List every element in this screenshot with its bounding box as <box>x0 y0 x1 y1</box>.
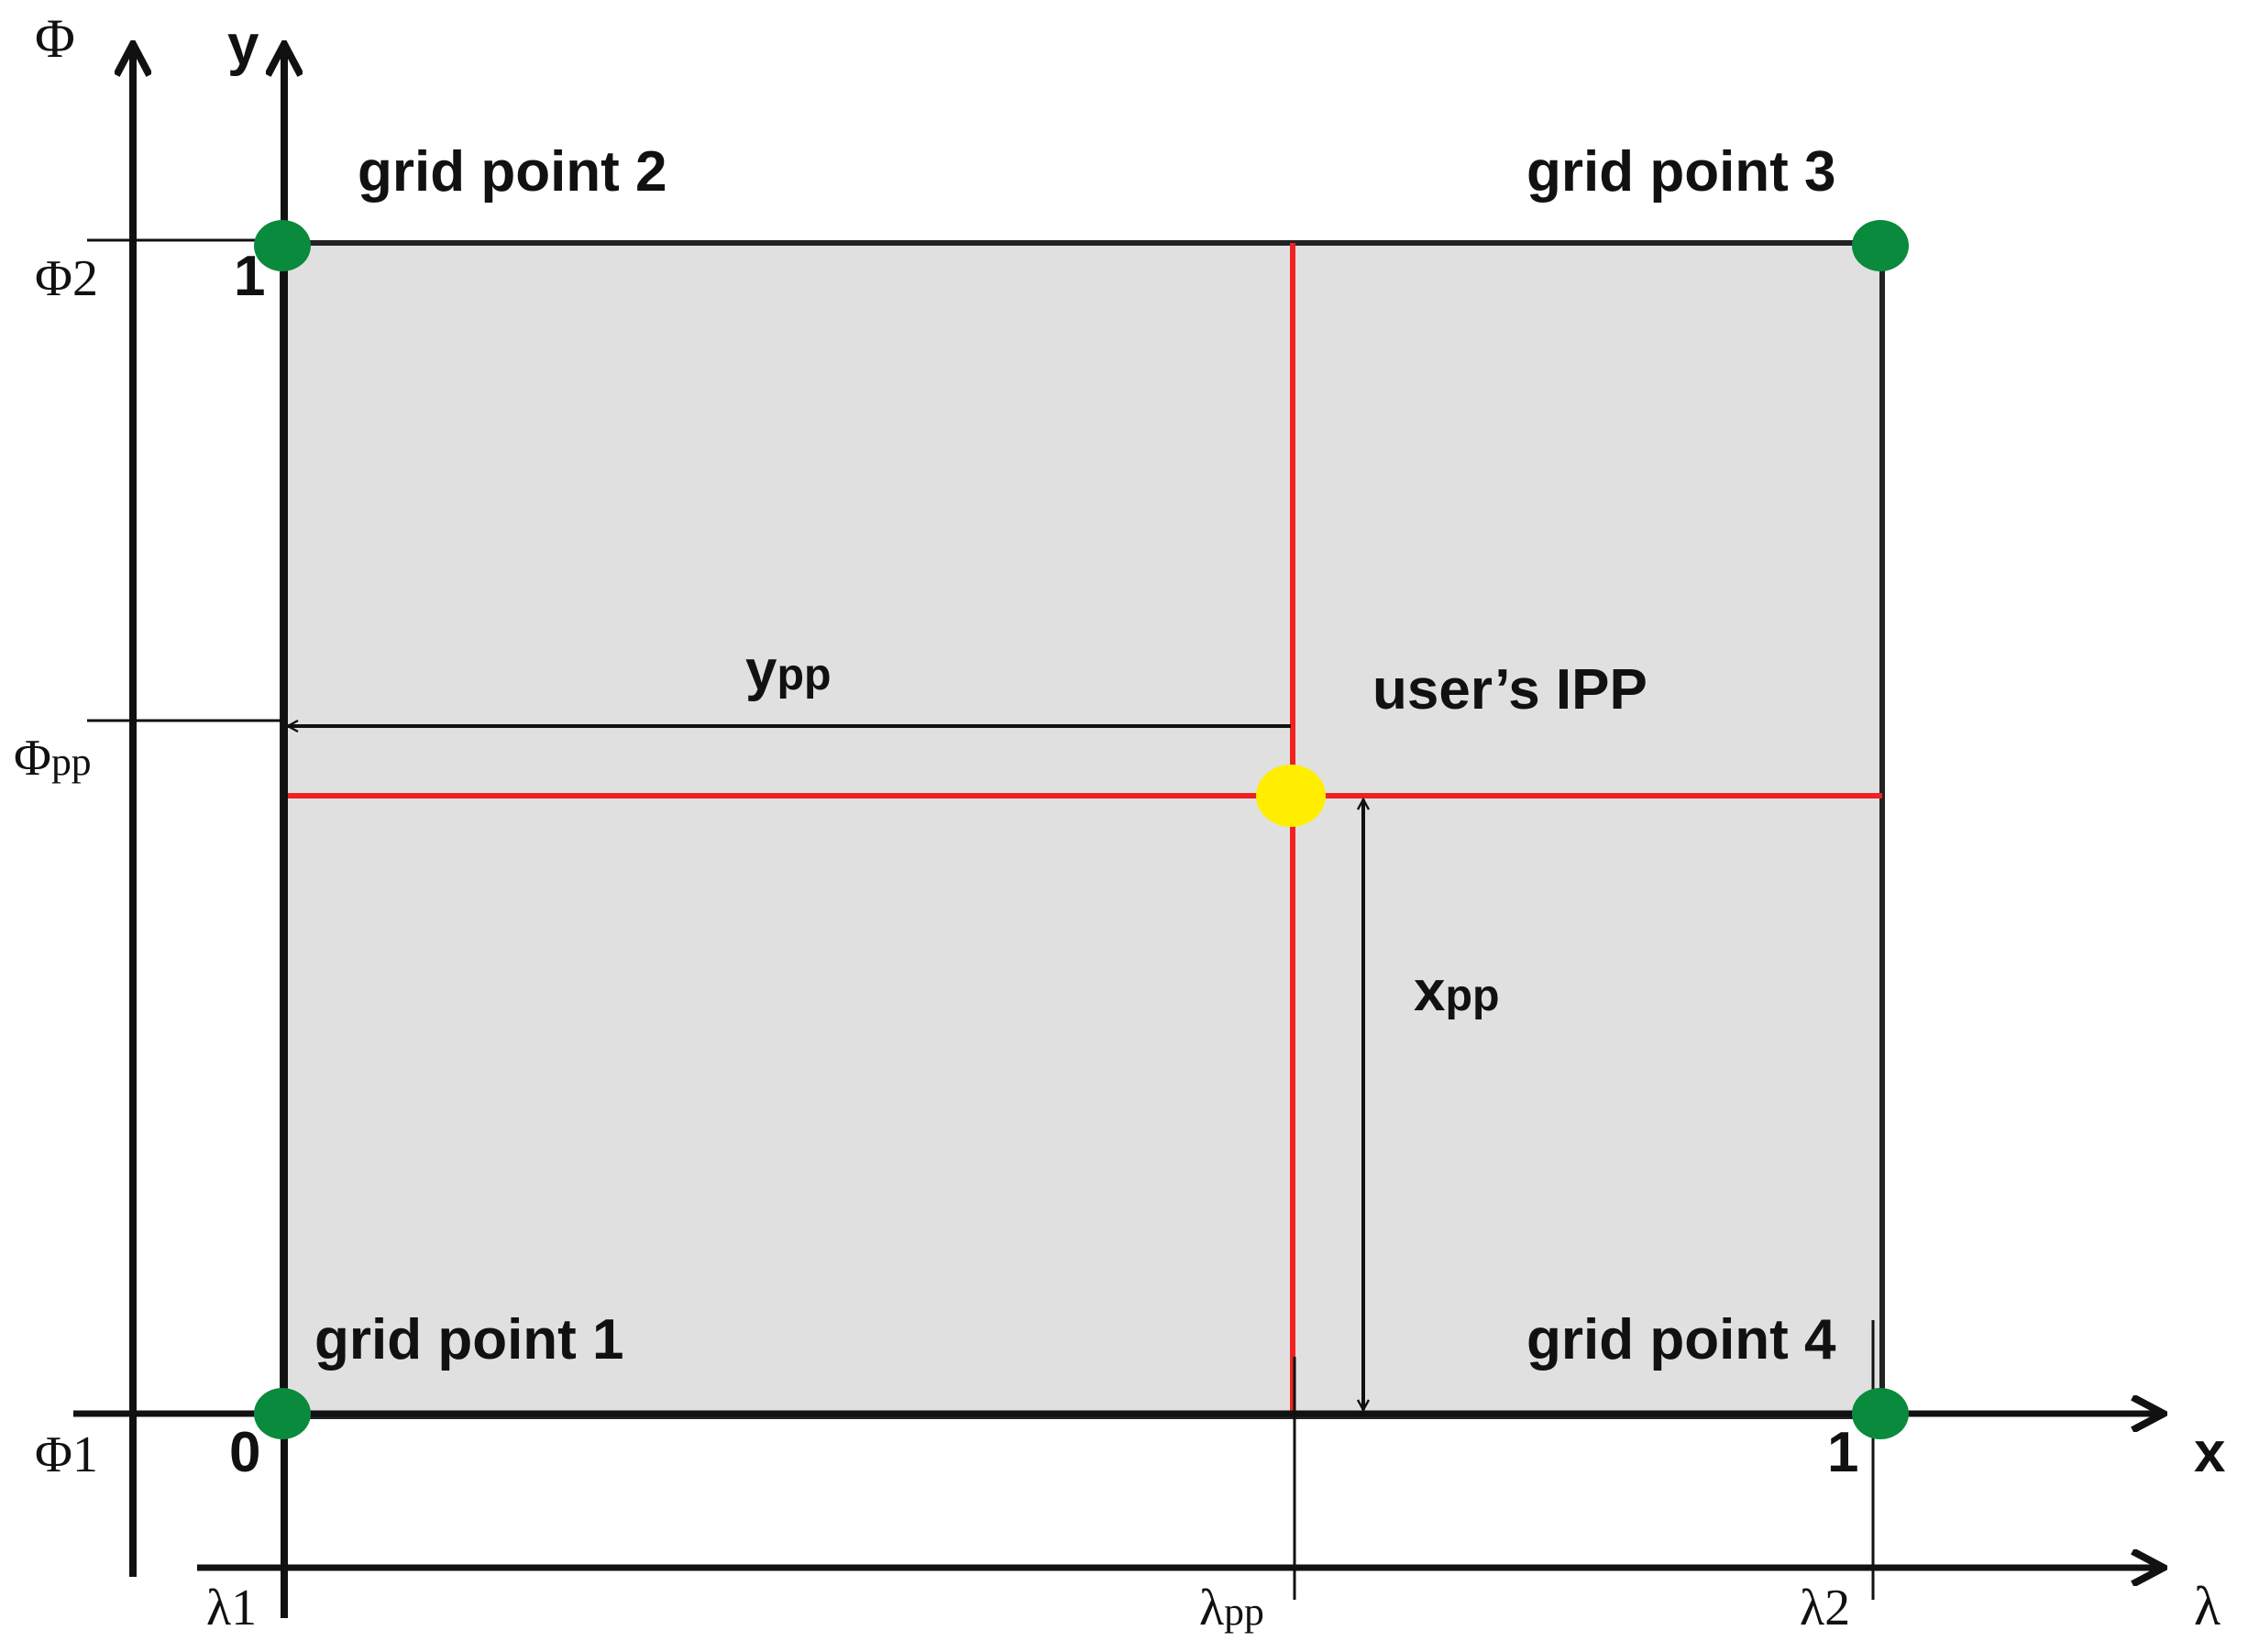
grid-point-1-label: grid point 1 <box>314 1308 624 1371</box>
lambda2-label: λ2 <box>1800 1580 1850 1636</box>
ypp-label: ypp <box>745 639 832 702</box>
grid-point-2-marker <box>254 220 311 271</box>
phi-axis-label: Φ <box>35 8 75 69</box>
y-one-label: 1 <box>234 245 265 308</box>
phi2-label: Φ2 <box>35 250 98 307</box>
grid-cell <box>280 240 1885 1419</box>
y-axis-label: y <box>227 14 259 77</box>
grid-point-4-marker <box>1852 1388 1909 1439</box>
phipp-label: Φpp <box>14 730 92 787</box>
user-ipp-label: user’s IPP <box>1372 658 1647 721</box>
grid-point-4-label: grid point 4 <box>1526 1308 1836 1371</box>
lambdapp-label: λpp <box>1199 1580 1264 1636</box>
grid-point-3-label: grid point 3 <box>1526 140 1836 204</box>
grid-point-2-label: grid point 2 <box>358 140 667 204</box>
user-ipp-marker <box>1256 765 1326 827</box>
x-axis-label: x <box>2194 1421 2226 1484</box>
grid-point-3-marker <box>1852 220 1909 271</box>
x-one-label: 1 <box>1827 1421 1858 1484</box>
xpp-label: xpp <box>1414 960 1500 1023</box>
origin-zero-label: 0 <box>229 1421 260 1484</box>
phi1-label: Φ1 <box>35 1426 98 1483</box>
grid-point-1-marker <box>254 1388 311 1439</box>
lambda-axis-label: λ <box>2194 1576 2220 1636</box>
lambda1-label: λ1 <box>206 1580 257 1636</box>
